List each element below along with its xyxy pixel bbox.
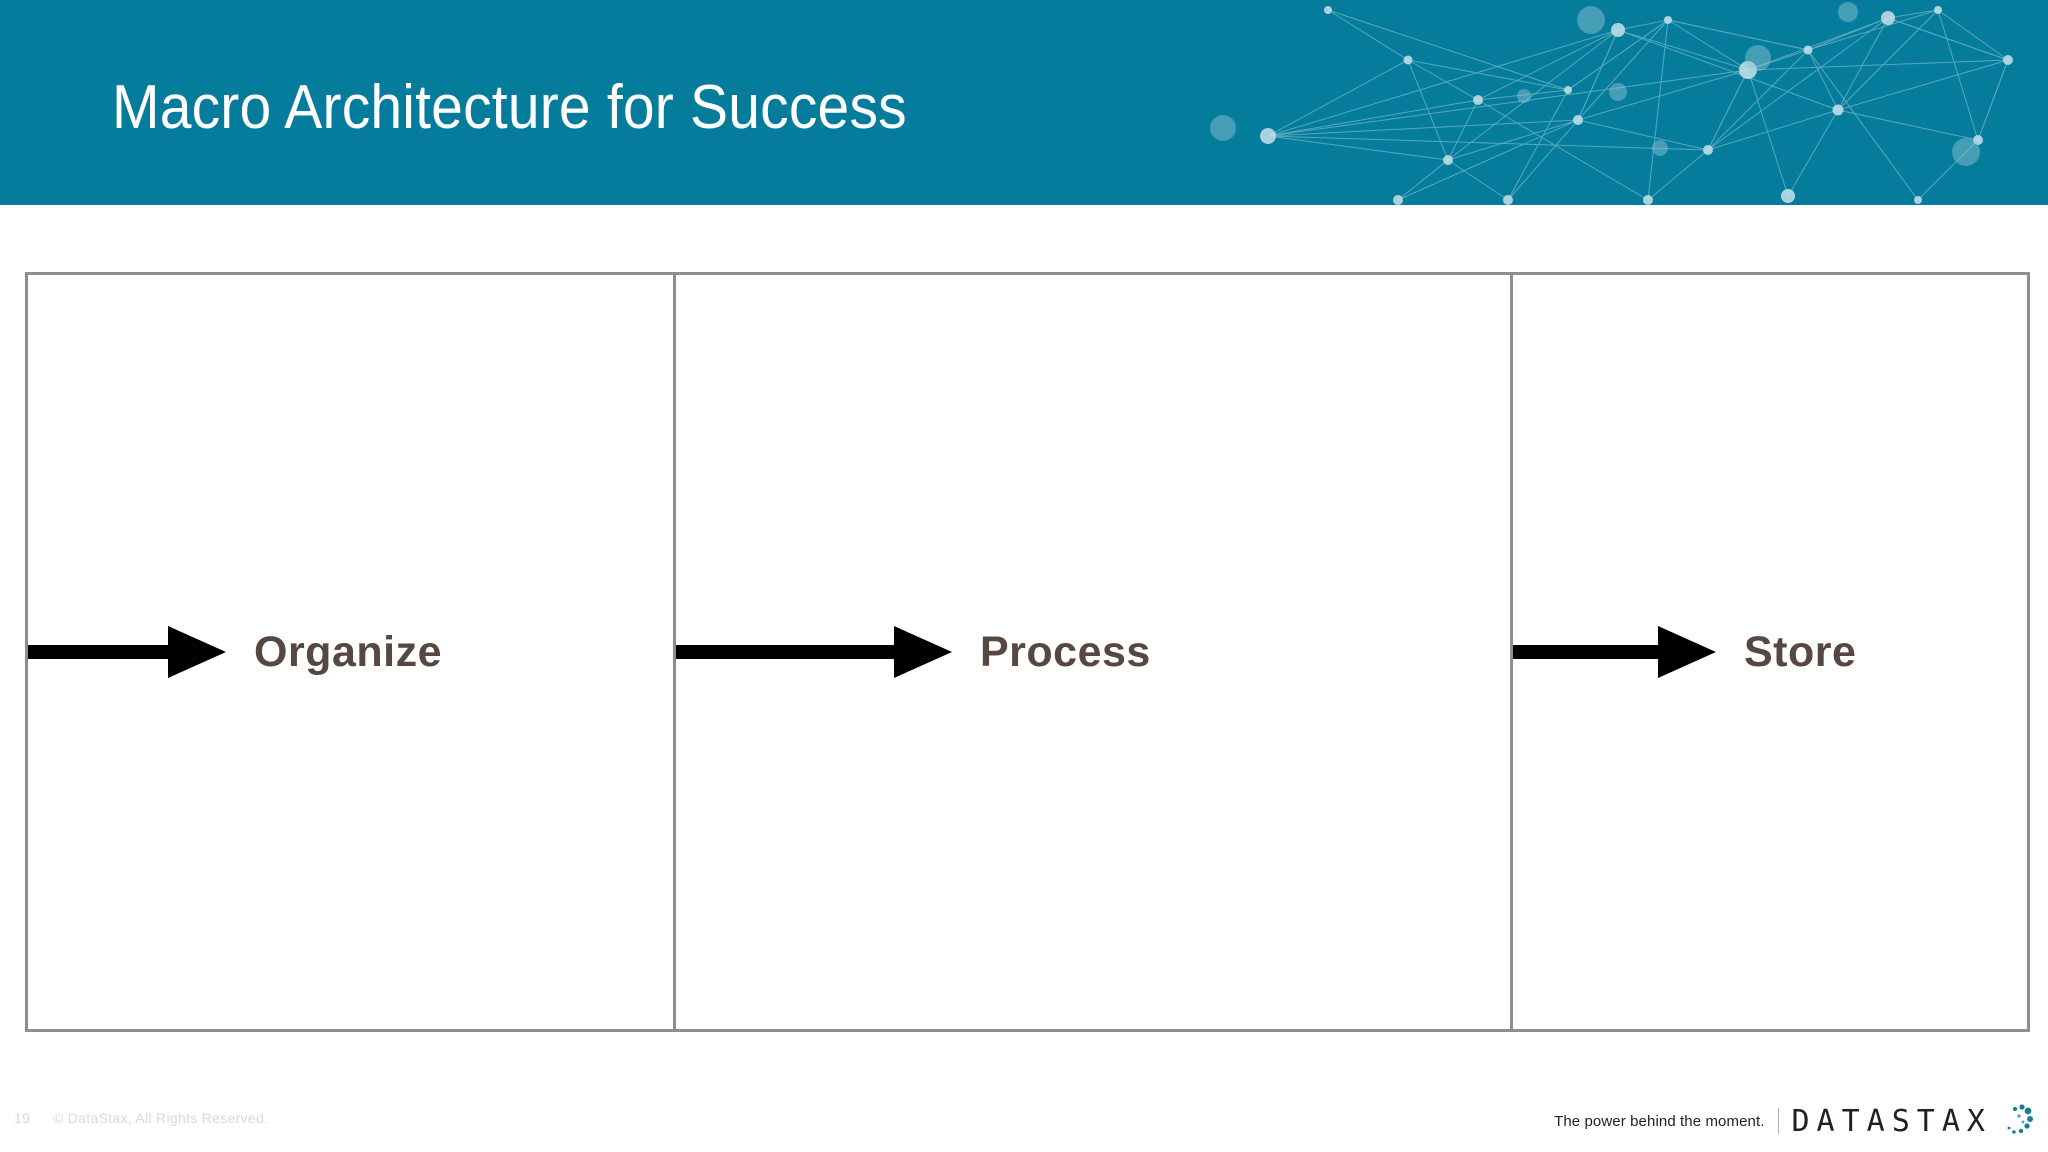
stage-label-process: Process	[980, 627, 1151, 676]
stage-label-organize: Organize	[254, 627, 442, 676]
datastax-dot-swirl-icon	[2007, 1104, 2033, 1134]
datastax-wordmark: DATASTAX	[1791, 1103, 1992, 1139]
right-arrow-icon	[1513, 626, 1716, 678]
logo-divider	[1777, 1108, 1779, 1134]
stage-row-organize: Organize	[28, 622, 442, 682]
network-graphic-icon	[1210, 2, 2013, 205]
right-arrow-icon	[28, 626, 226, 678]
stage-label-store: Store	[1744, 627, 1857, 676]
page-title: Macro Architecture for Success	[112, 73, 907, 142]
panel-process: Process	[676, 275, 1513, 1029]
footer-tagline: The power behind the moment.	[1554, 1112, 1765, 1130]
macro-architecture-diagram: Organize Process Store	[25, 272, 2030, 1032]
right-arrow-icon	[676, 626, 952, 678]
panel-store: Store	[1513, 275, 2030, 1029]
stage-row-process: Process	[676, 622, 1151, 682]
datastax-logo: The power behind the moment. DATASTAX	[1554, 1103, 2034, 1139]
footer-copyright: © DataStax, All Rights Reserved.	[53, 1110, 269, 1126]
stage-row-store: Store	[1513, 622, 1856, 682]
footer-page-number: 19	[14, 1110, 31, 1126]
panel-organize: Organize	[28, 275, 676, 1029]
slide-header-band: Macro Architecture for Success	[0, 0, 2048, 205]
